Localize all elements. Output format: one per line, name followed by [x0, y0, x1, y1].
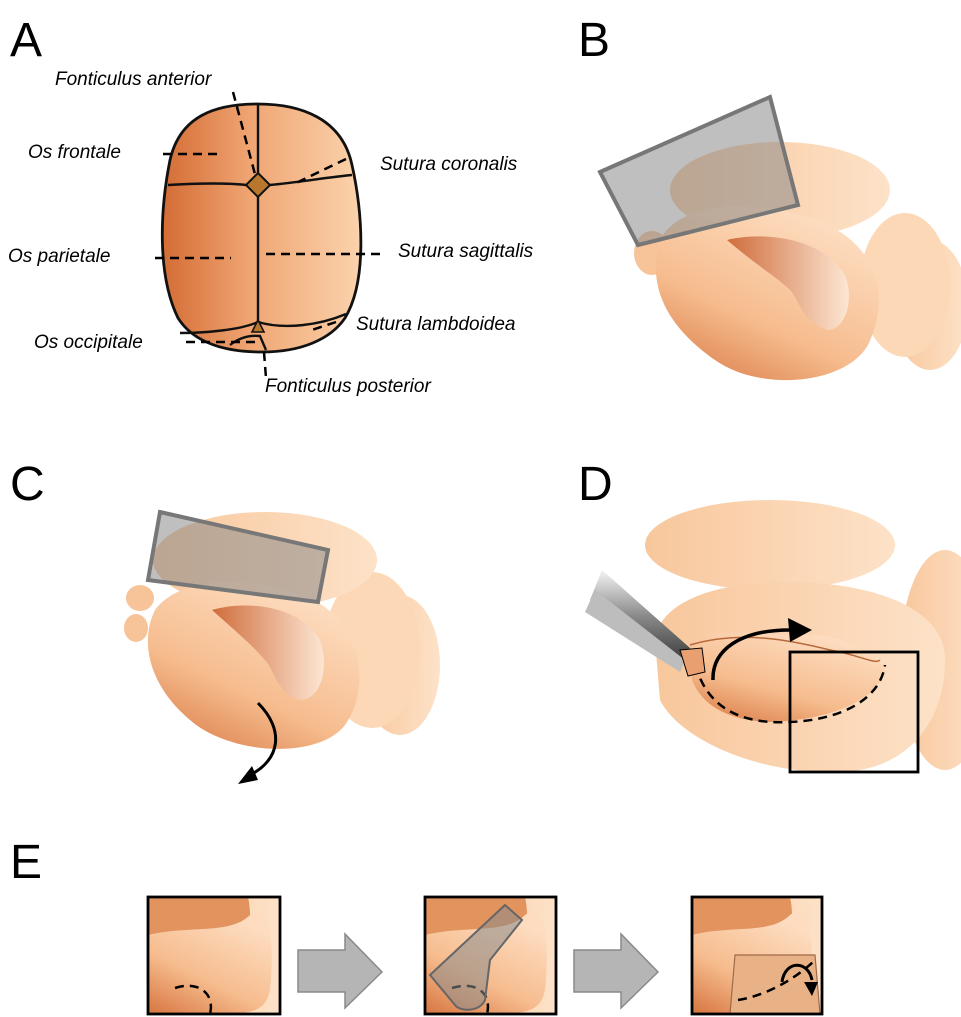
panel-d-letter: D: [578, 458, 613, 511]
panel-a-letter: A: [10, 14, 42, 67]
panel-e-letter: E: [10, 836, 42, 889]
panel-b-letter: B: [578, 14, 610, 67]
label-fonticulus-posterior: Fonticulus posterior: [265, 376, 431, 397]
step-2-frame: [425, 897, 556, 1014]
panel-b: B: [578, 14, 961, 380]
brain-b: [600, 97, 961, 380]
right-arrow-icon: [574, 934, 658, 1008]
skull-diagram: [162, 104, 361, 352]
panel-a: A Fonticulus anterior Os frontale Sutur: [8, 14, 534, 397]
label-os-parietale: Os parietale: [8, 246, 110, 267]
label-sutura-lambdoidea: Sutura lambdoidea: [356, 314, 516, 335]
brain-c: [124, 512, 440, 784]
panel-e: E: [10, 836, 822, 1014]
panel-c: C: [10, 458, 440, 784]
label-sutura-coronalis: Sutura coronalis: [380, 154, 518, 175]
step-3-frame: [692, 897, 822, 1014]
right-arrow-icon: [298, 934, 382, 1008]
panel-c-letter: C: [10, 458, 45, 511]
brain-d: [645, 500, 961, 772]
label-fonticulus-anterior: Fonticulus anterior: [55, 69, 212, 90]
panel-d: D: [578, 458, 961, 772]
step-1-frame: [148, 897, 280, 1014]
label-sutura-sagittalis: Sutura sagittalis: [398, 241, 534, 262]
label-os-occipitale: Os occipitale: [34, 332, 143, 353]
label-os-frontale: Os frontale: [28, 142, 121, 163]
